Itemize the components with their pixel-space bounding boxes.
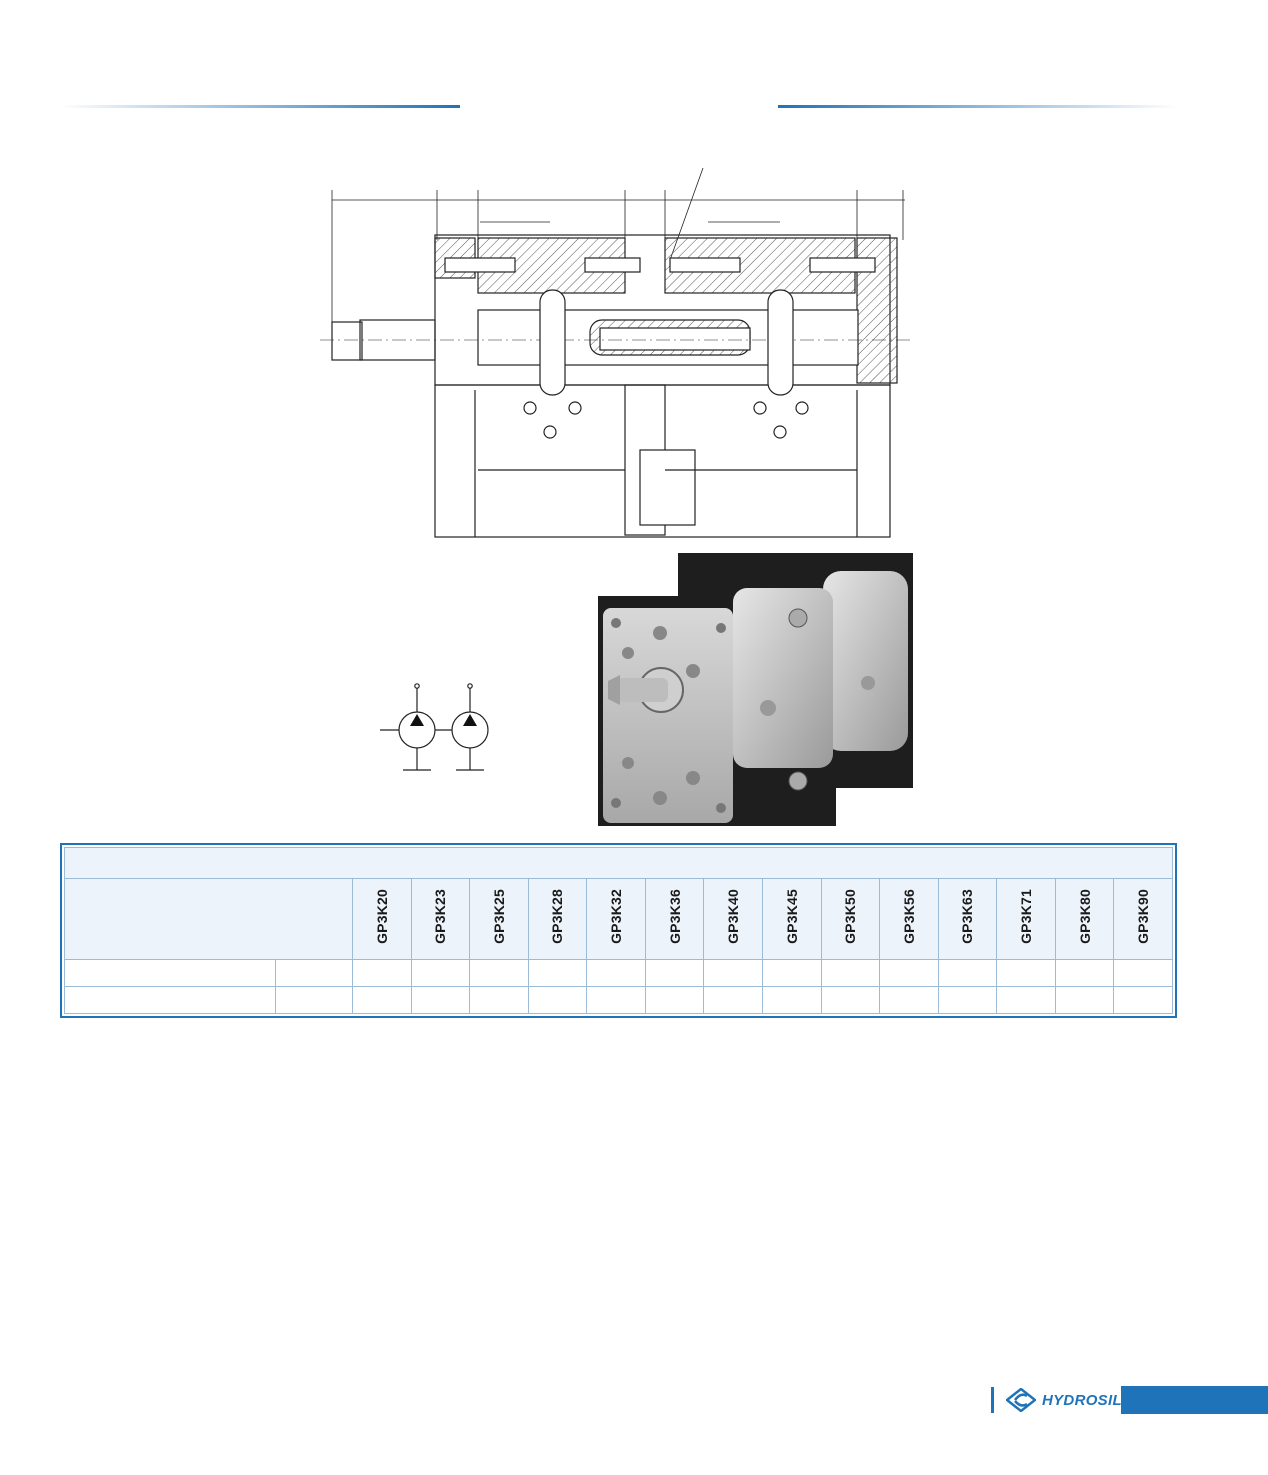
model-header: GP3K32 <box>586 878 646 960</box>
hydraulic-symbol <box>380 683 489 771</box>
table-cell <box>937 986 998 1014</box>
table-cell <box>586 986 646 1014</box>
table-cell <box>1054 986 1115 1014</box>
table-cell <box>879 986 939 1014</box>
table-cell <box>469 986 529 1014</box>
table-cell <box>64 986 276 1014</box>
table-cell <box>1113 986 1173 1014</box>
table-cell <box>879 959 939 987</box>
header-rule-left <box>60 105 460 108</box>
table-cell <box>352 986 412 1014</box>
model-header: GP3K80 <box>1054 878 1115 960</box>
pump-section-drawing <box>320 167 910 538</box>
table-cell <box>469 959 529 987</box>
spec-table-title-cell <box>64 847 1173 879</box>
model-header: GP3K28 <box>527 878 588 960</box>
footer-accent-bar <box>1121 1386 1268 1414</box>
table-row <box>64 986 1173 1014</box>
spec-table-frame: GP3K20 GP3K23 GP3K25 GP3K28 GP3K32 GP3K3… <box>60 843 1177 1018</box>
table-cell <box>527 959 588 987</box>
hydrosila-logo-icon <box>1006 1388 1036 1412</box>
table-cell <box>761 959 822 987</box>
table-cell <box>1054 959 1115 987</box>
table-cell <box>644 959 705 987</box>
table-cell <box>937 959 998 987</box>
spec-table-header-row: GP3K20 GP3K23 GP3K25 GP3K28 GP3K32 GP3K3… <box>64 878 1173 960</box>
table-cell <box>1113 959 1173 987</box>
model-header: GP3K63 <box>937 878 998 960</box>
model-header: GP3K71 <box>996 878 1056 960</box>
model-header: GP3K90 <box>1113 878 1173 960</box>
table-cell <box>820 986 881 1014</box>
table-cell <box>275 959 353 987</box>
table-cell <box>761 986 822 1014</box>
logo-divider <box>991 1387 994 1413</box>
header-rule-right <box>778 105 1178 108</box>
table-cell <box>586 959 646 987</box>
table-cell <box>996 986 1056 1014</box>
model-header: GP3K40 <box>703 878 763 960</box>
table-cell <box>64 959 276 987</box>
parameter-header-cell <box>64 878 353 960</box>
table-cell <box>996 959 1056 987</box>
model-header: GP3K20 <box>352 878 412 960</box>
spec-table: GP3K20 GP3K23 GP3K25 GP3K28 GP3K32 GP3K3… <box>64 847 1173 1014</box>
table-row <box>64 959 1173 987</box>
table-cell <box>527 986 588 1014</box>
spec-table-title-row <box>64 847 1173 879</box>
table-cell <box>703 959 763 987</box>
pump-product-photo <box>598 553 913 826</box>
table-cell <box>820 959 881 987</box>
table-cell <box>275 986 353 1014</box>
model-header: GP3K45 <box>761 878 822 960</box>
table-cell <box>410 959 471 987</box>
brand-name: HYDROSILA <box>1042 1391 1134 1409</box>
model-header: GP3K56 <box>879 878 939 960</box>
table-cell <box>644 986 705 1014</box>
model-header: GP3K50 <box>820 878 881 960</box>
table-cell <box>352 959 412 987</box>
table-cell <box>410 986 471 1014</box>
model-header: GP3K36 <box>644 878 705 960</box>
table-cell <box>703 986 763 1014</box>
model-header: GP3K23 <box>410 878 471 960</box>
model-header: GP3K25 <box>469 878 529 960</box>
brand-logo: HYDROSILA <box>991 1386 1133 1414</box>
